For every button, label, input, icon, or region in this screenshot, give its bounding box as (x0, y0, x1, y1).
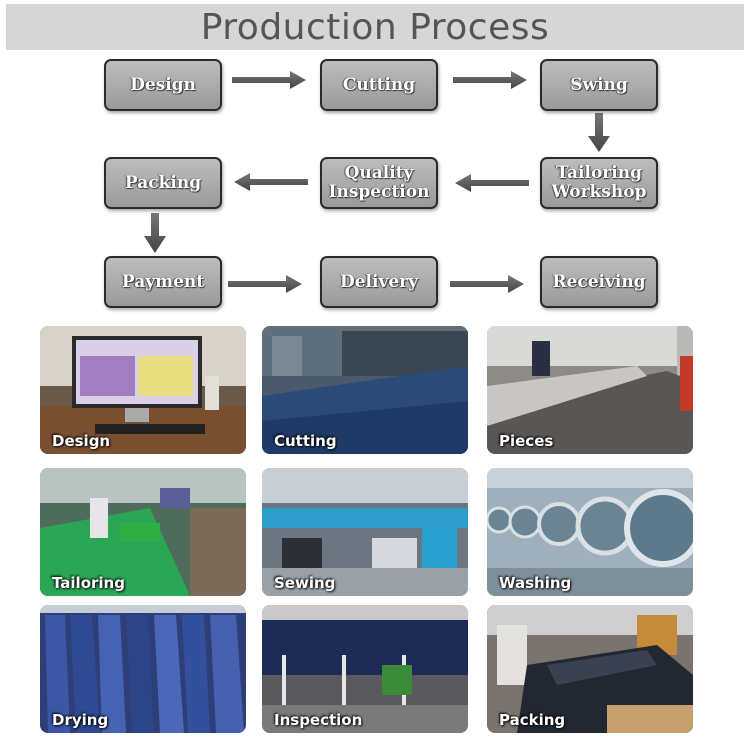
photo-label: Tailoring (52, 574, 125, 592)
photo-washing: Washing (487, 468, 693, 596)
photo-label: Inspection (274, 711, 363, 729)
arrow-swing-to-tailoring (588, 113, 610, 152)
flow-step-tailoring-workshop: Tailoring Workshop (540, 157, 658, 209)
arrow-design-to-cutting (232, 71, 306, 89)
flow-step-label: Cutting (342, 74, 416, 95)
photo-label: Design (52, 432, 111, 450)
jeans-drying-image (40, 605, 246, 733)
photo-label: Drying (52, 711, 109, 729)
washing-machines-image (487, 468, 693, 596)
flow-step-packing: Packing (104, 157, 222, 209)
arrow-delivery-to-receiving (450, 275, 524, 293)
flow-step-label: Payment (121, 271, 205, 292)
photo-packing: Packing (487, 605, 693, 733)
pieces-table-image (487, 326, 693, 454)
photo-inspection: Inspection (262, 605, 468, 733)
packing-table-image (487, 605, 693, 733)
flow-step-delivery: Delivery (320, 256, 438, 308)
photo-sewing: Sewing (262, 468, 468, 596)
photo-label: Sewing (274, 574, 336, 592)
flow-step-label: Tailoring Workshop (551, 163, 647, 202)
flow-step-design: Design (104, 59, 222, 111)
arrow-cutting-to-swing (453, 71, 527, 89)
photo-cutting: Cutting (262, 326, 468, 454)
tailoring-floor-image (40, 468, 246, 596)
title-bar: Production Process (6, 4, 744, 50)
cutting-machine-image (262, 326, 468, 454)
flow-step-quality-inspection: Quality Inspection (320, 157, 438, 209)
process-flowchart: Design Cutting Swing Tailoring Workshop … (0, 0, 750, 320)
flow-step-label: Swing (570, 74, 628, 95)
flow-step-label: Delivery (339, 271, 418, 292)
flow-step-label: Quality Inspection (328, 163, 430, 202)
photo-drying: Drying (40, 605, 246, 733)
flow-step-payment: Payment (104, 256, 222, 308)
flow-step-label: Receiving (552, 271, 646, 292)
flow-step-receiving: Receiving (540, 256, 658, 308)
photo-design: Design (40, 326, 246, 454)
photo-label: Packing (499, 711, 566, 729)
arrow-payment-to-delivery (228, 275, 302, 293)
flow-step-label: Design (130, 74, 196, 95)
flow-step-cutting: Cutting (320, 59, 438, 111)
flow-arrows (144, 71, 610, 293)
arrow-quality-to-packing (234, 173, 308, 191)
photo-label: Washing (499, 574, 572, 592)
photo-pieces: Pieces (487, 326, 693, 454)
flow-step-label: Packing (124, 172, 202, 193)
flow-step-swing: Swing (540, 59, 658, 111)
inspection-racks-image (262, 605, 468, 733)
photo-label: Pieces (499, 432, 554, 450)
office-computer-image (40, 326, 246, 454)
sewing-floor-image (262, 468, 468, 596)
photo-label: Cutting (274, 432, 337, 450)
arrow-tailoring-to-quality (455, 174, 529, 192)
page-title: Production Process (200, 6, 550, 48)
photo-tailoring: Tailoring (40, 468, 246, 596)
arrow-packing-to-payment (144, 213, 166, 253)
